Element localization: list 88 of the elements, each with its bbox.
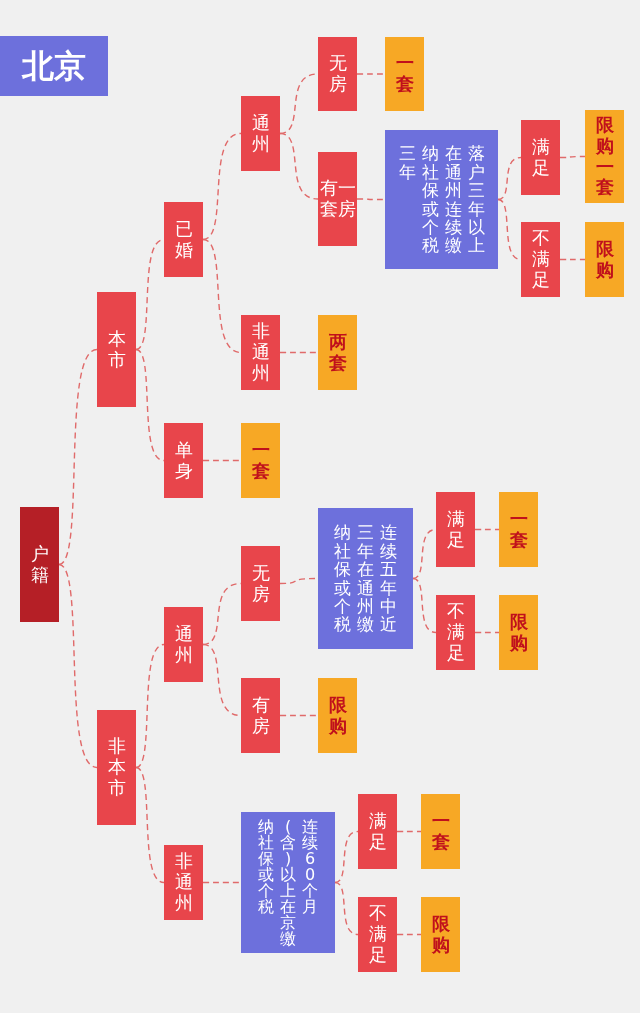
- node-text: 本市: [107, 328, 126, 371]
- category-box: [164, 202, 203, 277]
- node-text: 不满足: [446, 601, 465, 664]
- result-box: [499, 595, 538, 670]
- connector-line: [474, 631, 500, 634]
- node-text: 一套: [395, 53, 414, 95]
- node-text: 通州: [251, 112, 270, 155]
- category-box: [318, 37, 357, 111]
- node-text: 限购: [431, 913, 450, 956]
- node-text: 限购: [509, 611, 528, 654]
- condition-box: [241, 812, 335, 953]
- node-text: 限购一套: [595, 115, 614, 198]
- category-box: [164, 845, 203, 920]
- node-text: 不满足: [531, 228, 550, 291]
- node-text: 通州: [174, 623, 193, 666]
- node-text: 已婚: [174, 218, 193, 261]
- node-text: 两套: [328, 331, 347, 374]
- node-text: 落户三年以上在通州连续缴纳社保或个税三年: [398, 144, 485, 255]
- connector-line: [412, 577, 437, 634]
- connector-line: [334, 830, 359, 884]
- category-box: [358, 897, 397, 972]
- result-box: [421, 794, 460, 869]
- category-box: [164, 423, 203, 498]
- root-box: [20, 507, 59, 622]
- node-text: 满足: [446, 508, 465, 551]
- node-text: 一套: [431, 810, 450, 853]
- category-box: [521, 120, 560, 195]
- node-text: 限购: [328, 694, 347, 737]
- category-box: [436, 595, 475, 670]
- category-box: [436, 492, 475, 567]
- node-text: 不满足: [368, 903, 387, 966]
- node-text: 户籍: [30, 543, 49, 586]
- connector-line: [202, 881, 242, 884]
- node-text: 一套: [509, 508, 528, 551]
- category-box: [241, 315, 280, 390]
- connector-line: [58, 348, 98, 566]
- category-box: [241, 96, 280, 171]
- title-banner: 北京: [0, 36, 108, 96]
- category-box: [318, 152, 357, 246]
- result-box: [499, 492, 538, 567]
- node-text: 无房: [328, 53, 347, 95]
- node-text: 限购: [595, 238, 614, 281]
- node-text: 满足: [368, 810, 387, 853]
- category-box: [241, 546, 280, 621]
- category-box: [358, 794, 397, 869]
- result-box: [318, 678, 357, 753]
- node-text: 无房: [251, 562, 270, 605]
- connector-line: [279, 132, 319, 200]
- node-text: 有一套房: [319, 178, 356, 220]
- category-box: [521, 222, 560, 297]
- connector-line: [135, 643, 165, 769]
- result-box: [241, 423, 280, 498]
- connector-line: [279, 351, 319, 354]
- condition-box: [318, 508, 413, 649]
- result-box: [421, 897, 460, 972]
- node-text: 满足: [531, 136, 550, 179]
- node-text: 一套: [251, 439, 270, 482]
- node-text: 非本市: [107, 736, 126, 799]
- connector-line: [202, 238, 242, 354]
- node-text: 连续60个月(含)以上在京缴纳社保或个税: [258, 818, 318, 947]
- connector-line: [135, 766, 165, 884]
- connector-line: [497, 156, 522, 201]
- node-text: 非通州: [251, 321, 270, 384]
- category-box: [97, 710, 136, 825]
- connector-line: [202, 132, 242, 241]
- condition-box: [385, 130, 498, 269]
- node-text: 有房: [251, 694, 270, 737]
- node-text: 非通州: [174, 851, 193, 914]
- connector-line: [279, 714, 319, 717]
- connector-line: [559, 258, 586, 261]
- result-box: [585, 222, 624, 297]
- result-box: [318, 315, 357, 390]
- connector-line: [356, 73, 386, 75]
- connector-line: [356, 198, 386, 201]
- connector-line: [396, 830, 422, 833]
- connector-line: [202, 459, 242, 462]
- connector-line: [334, 881, 359, 936]
- category-box: [241, 678, 280, 753]
- result-box: [585, 110, 624, 203]
- node-text: 连续五年中近三年在通州缴纳社保或个税: [334, 523, 397, 634]
- connector-line: [396, 933, 422, 936]
- connector-line: [474, 528, 500, 531]
- result-box: [385, 37, 424, 111]
- category-box: [164, 607, 203, 682]
- connector-line: [58, 563, 98, 769]
- category-box: [97, 292, 136, 407]
- connector-line: [559, 155, 586, 159]
- node-text: 单身: [174, 439, 193, 482]
